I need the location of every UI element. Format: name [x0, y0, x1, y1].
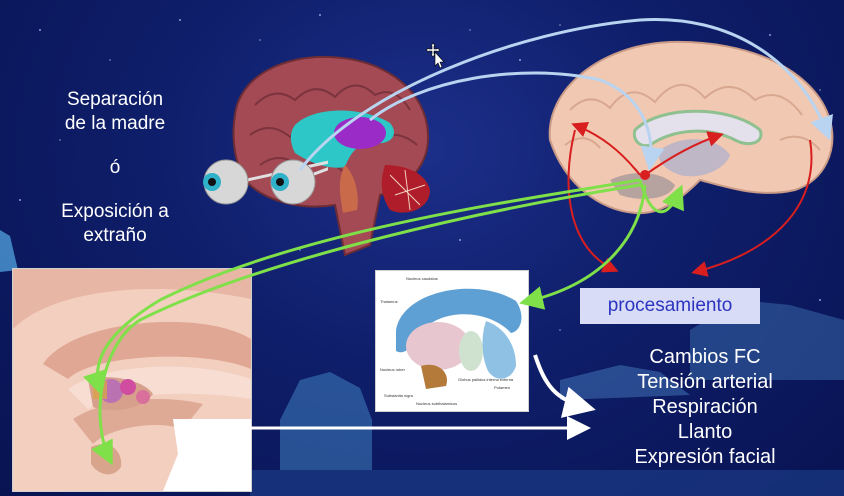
red-arrow-2 [645, 135, 720, 175]
green-arrow-4 [640, 180, 680, 212]
red-arrow-4 [695, 140, 812, 272]
green-arrow-2 [100, 185, 640, 460]
green-arrow-1 [98, 180, 641, 390]
white-arrow-2 [535, 355, 588, 408]
blue-arrow-1 [300, 19, 828, 170]
blue-arrow-2 [370, 73, 651, 165]
move-cursor-icon [426, 42, 448, 68]
red-arrow-1 [575, 125, 640, 175]
red-arrow-3 [568, 130, 615, 270]
